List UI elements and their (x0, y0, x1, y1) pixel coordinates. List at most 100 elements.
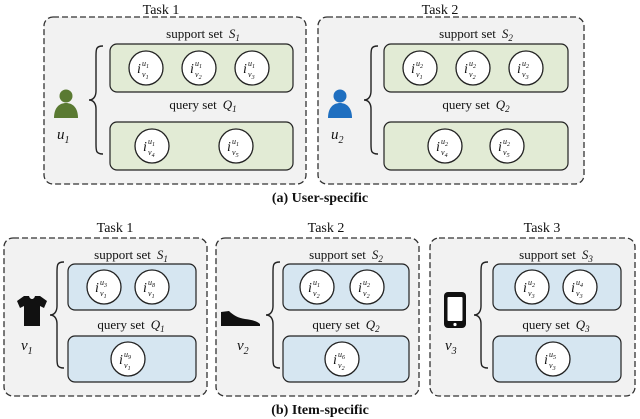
interaction-circle (181, 50, 217, 86)
interaction-user: u2 (363, 278, 370, 289)
interaction-circle (402, 50, 438, 86)
interaction-item: v5 (232, 148, 239, 159)
interaction-user: u2 (469, 59, 476, 70)
interaction-letter: i (358, 281, 362, 296)
query-set-box (383, 121, 569, 171)
interaction-user: u2 (503, 137, 510, 148)
interaction-circle (324, 341, 360, 377)
interaction-item: v3 (522, 70, 529, 81)
interaction-user: u5 (549, 350, 556, 361)
shoe-icon (221, 311, 260, 326)
interaction-user: u2 (416, 59, 423, 70)
interaction-circle (299, 269, 335, 305)
interaction-user: u1 (142, 59, 149, 70)
interaction-letter: i (411, 62, 415, 77)
interaction-user: u6 (338, 350, 345, 361)
interaction-item: v1 (124, 361, 131, 372)
interaction-item: v1 (148, 289, 155, 300)
interaction-item: v1 (416, 70, 423, 81)
interaction-item: v4 (148, 148, 155, 159)
interaction-circle (489, 128, 525, 164)
interaction-circle (508, 50, 544, 86)
interaction-item: v2 (469, 70, 476, 81)
interaction-user: u3 (100, 278, 107, 289)
interaction-user: u1 (232, 137, 239, 148)
curly-brace (49, 261, 65, 369)
interaction-letter: i (464, 62, 468, 77)
interaction-letter: i (243, 62, 247, 77)
caption-user-specific: (a) User-specific (272, 191, 368, 206)
interaction-circle (234, 50, 270, 86)
entity-symbol: u2 (331, 127, 344, 146)
task-title: Task 1 (97, 221, 134, 236)
curly-brace (473, 261, 489, 369)
entity-symbol: v1 (21, 338, 33, 357)
support-set-box (492, 263, 622, 311)
curly-brace (363, 45, 379, 155)
interaction-item: v4 (441, 148, 448, 159)
interaction-circle (128, 50, 164, 86)
interaction-item: v1 (100, 289, 107, 300)
interaction-circle (535, 341, 571, 377)
curly-brace (88, 45, 104, 155)
interaction-item: v2 (363, 289, 370, 300)
interaction-letter: i (143, 140, 147, 155)
interaction-item: v3 (528, 289, 535, 300)
interaction-user: u2 (528, 278, 535, 289)
interaction-item: v2 (313, 289, 320, 300)
interaction-user: u9 (124, 350, 131, 361)
interaction-circle (514, 269, 550, 305)
interaction-letter: i (190, 62, 194, 77)
user-icon (328, 89, 352, 118)
interaction-circle (218, 128, 254, 164)
interaction-letter: i (436, 140, 440, 155)
interaction-letter: i (227, 140, 231, 155)
interaction-circle (110, 341, 146, 377)
interaction-item: v5 (503, 148, 510, 159)
interaction-circle (134, 269, 170, 305)
interaction-item: v1 (142, 70, 149, 81)
interaction-item: v2 (338, 361, 345, 372)
interaction-letter: i (571, 281, 575, 296)
interaction-circle (349, 269, 385, 305)
interaction-letter: i (517, 62, 521, 77)
interaction-letter: i (143, 281, 147, 296)
interaction-letter: i (95, 281, 99, 296)
interaction-letter: i (544, 353, 548, 368)
interaction-letter: i (333, 353, 337, 368)
entity-symbol: v2 (237, 338, 249, 357)
